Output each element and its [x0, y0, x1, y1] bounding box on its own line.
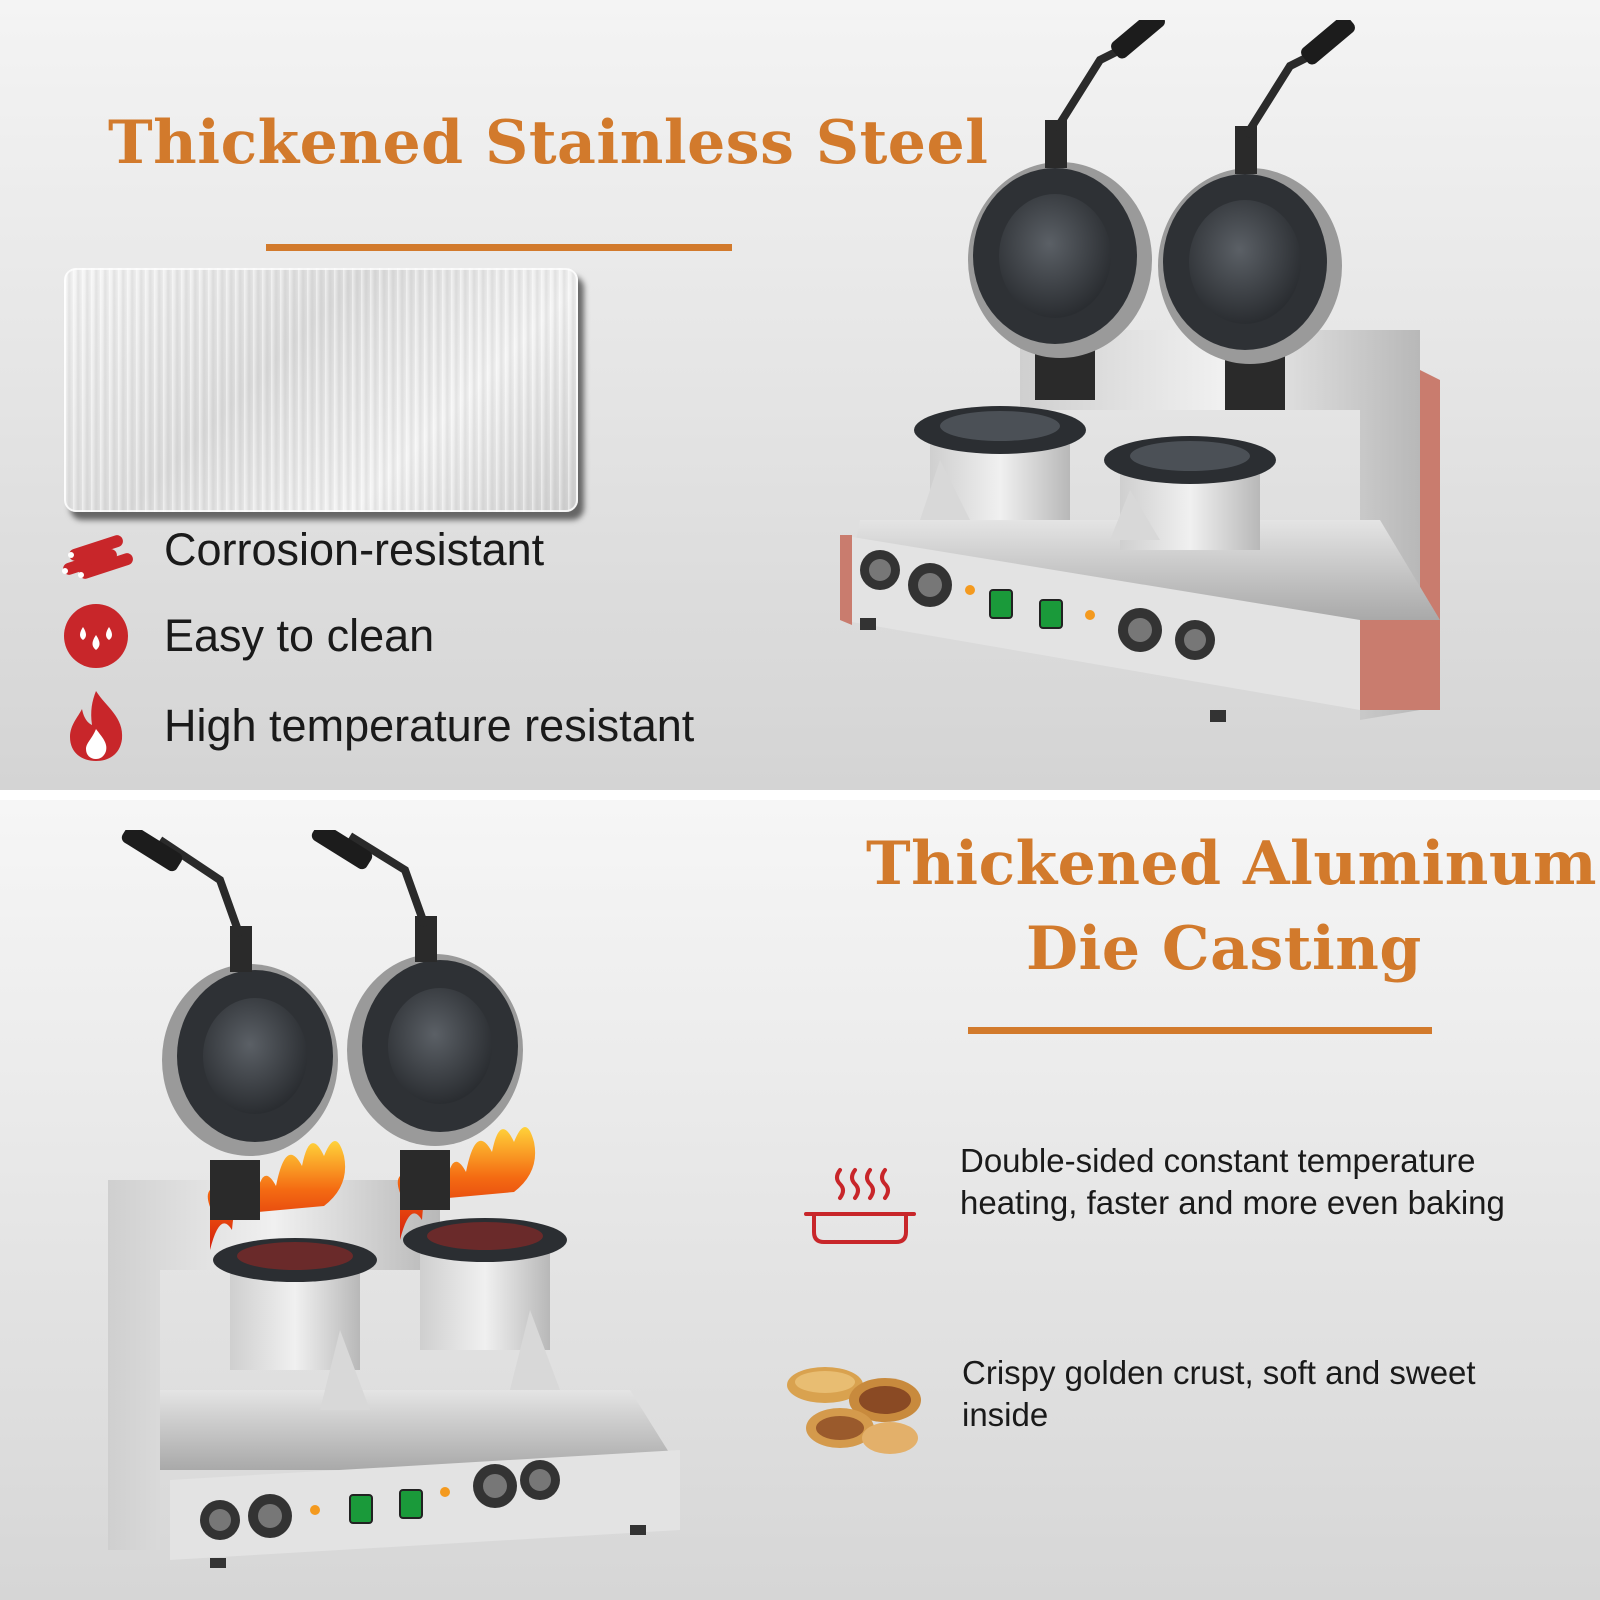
steam-pan-icon — [800, 1160, 920, 1250]
waffle-machine-flames-image — [108, 830, 680, 1568]
pastry-icon — [780, 1360, 930, 1460]
aluminum-heading-underline — [968, 1027, 1432, 1034]
flame-icon — [56, 690, 136, 762]
feature-label: Easy to clean — [164, 610, 435, 661]
aluminum-heading-line-1: Thickened Aluminum — [866, 829, 1597, 899]
waffle-machine-image — [840, 20, 1440, 722]
feature-corrosion-resistant: Corrosion-resistant — [56, 514, 544, 586]
aluminum-die-casting-panel: Thickened Aluminum Die Casting Double-si… — [0, 800, 1600, 1600]
water-drops-icon — [56, 600, 136, 672]
stainless-steel-heading: Thickened Stainless Steel — [108, 108, 989, 178]
stainless-steel-sample-image — [64, 268, 578, 512]
feature-crispy-crust: Crispy golden crust, soft and sweet insi… — [780, 1354, 1562, 1460]
feature-label: Corrosion-resistant — [164, 524, 545, 575]
control-knobs — [860, 550, 1215, 660]
panel-divider — [0, 790, 1600, 800]
feature-label: Crispy golden crust, soft and sweet insi… — [962, 1354, 1476, 1434]
feature-high-temperature-resistant: High temperature resistant — [56, 690, 694, 762]
rods-icon — [56, 514, 136, 586]
feature-easy-to-clean: Easy to clean — [56, 600, 434, 672]
flames-graphic — [207, 1127, 536, 1250]
feature-double-sided-heating: Double-sided constant temperature heatin… — [800, 1142, 1560, 1250]
aluminum-heading-line-2: Die Casting — [1026, 914, 1422, 984]
feature-label: Double-sided constant temperature heatin… — [960, 1142, 1505, 1222]
feature-label: High temperature resistant — [164, 700, 695, 751]
stainless-steel-panel: Thickened Stainless Steel Corrosion-resi… — [0, 0, 1600, 790]
stainless-heading-underline — [266, 244, 732, 251]
